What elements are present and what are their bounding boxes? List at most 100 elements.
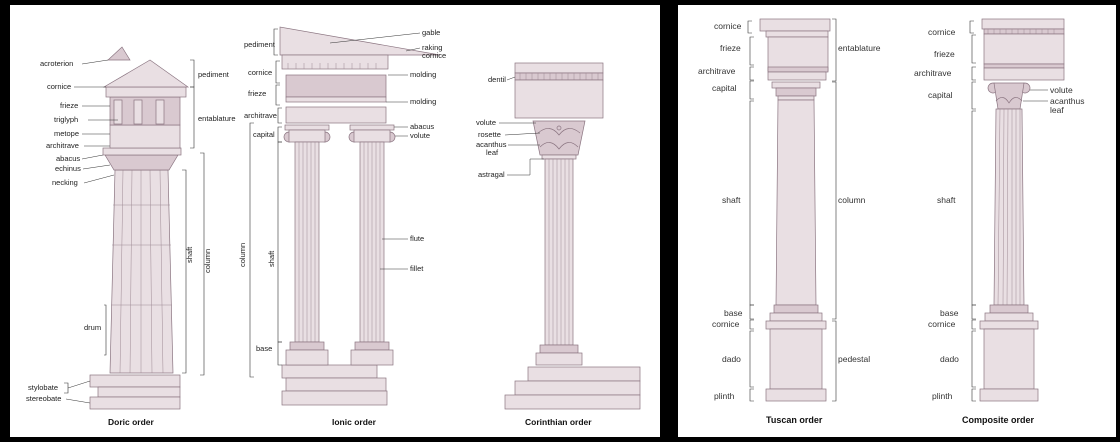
composite-label-volute: volute xyxy=(1050,85,1073,95)
ionic-order: pediment cornice frieze architrave capit… xyxy=(238,27,446,427)
doric-shaft xyxy=(110,170,173,373)
ionic-label-capital: capital xyxy=(253,130,275,139)
doric-label-entablature: entablature xyxy=(198,114,236,123)
doric-label-shaft: shaft xyxy=(185,246,194,263)
doric-label-abacus: abacus xyxy=(56,154,80,163)
tuscan-label-cornice-pedestal: cornice xyxy=(712,319,740,329)
corinthian-title: Corinthian order xyxy=(525,417,592,427)
ionic-label-frieze: frieze xyxy=(248,89,266,98)
tuscan-label-base: base xyxy=(724,308,743,318)
doric-label-drum: drum xyxy=(84,323,101,332)
composite-label-cornice-pedestal: cornice xyxy=(928,319,956,329)
ionic-label-molding-lower: molding xyxy=(410,97,436,106)
doric-label-stereobate: stereobate xyxy=(26,394,61,403)
composite-order: cornice frieze architrave capital shaft … xyxy=(914,19,1085,425)
ionic-label-abacus: abacus xyxy=(410,122,434,131)
ionic-label-shaft: shaft xyxy=(267,250,276,267)
ionic-step-2 xyxy=(286,378,386,391)
tuscan-pedestal-cornice xyxy=(766,321,826,329)
composite-pedestal-cornice xyxy=(980,321,1038,329)
corinthian-step-2 xyxy=(515,381,640,395)
tuscan-order: cornice frieze architrave capital shaft … xyxy=(698,19,881,425)
ionic-capital-right xyxy=(354,130,390,142)
doric-echinus xyxy=(105,155,178,170)
composite-title: Composite order xyxy=(962,415,1035,425)
ionic-label-volute: volute xyxy=(410,131,430,140)
tuscan-label-cornice: cornice xyxy=(714,21,742,31)
doric-acroterion xyxy=(108,47,130,60)
tuscan-label-plinth: plinth xyxy=(714,391,735,401)
doric-architrave xyxy=(110,125,180,148)
greek-orders-panel: acroterion cornice frieze triglyph metop… xyxy=(10,5,660,437)
ionic-molding xyxy=(286,97,386,102)
ionic-label-molding-upper: molding xyxy=(410,70,436,79)
tuscan-label-architrave: architrave xyxy=(698,66,736,76)
tuscan-shaft xyxy=(776,100,816,305)
composite-label-shaft: shaft xyxy=(937,195,956,205)
composite-label-architrave: architrave xyxy=(914,68,952,78)
ionic-architrave xyxy=(286,107,386,123)
composite-plinth xyxy=(980,389,1038,401)
roman-orders-svg: cornice frieze architrave capital shaft … xyxy=(678,5,1116,437)
doric-label-necking: necking xyxy=(52,178,78,187)
doric-pediment xyxy=(104,60,188,87)
composite-label-frieze: frieze xyxy=(934,49,955,59)
ionic-label-fillet: fillet xyxy=(410,264,424,273)
tuscan-label-entablature: entablature xyxy=(838,43,881,53)
corinthian-frieze xyxy=(515,80,603,118)
doric-label-echinus: echinus xyxy=(55,164,81,173)
doric-label-architrave: architrave xyxy=(46,141,79,150)
tuscan-label-frieze: frieze xyxy=(720,43,741,53)
tuscan-label-shaft: shaft xyxy=(722,195,741,205)
composite-label-capital: capital xyxy=(928,90,953,100)
composite-base xyxy=(985,313,1033,321)
tuscan-cornice xyxy=(760,19,830,31)
ionic-cornice xyxy=(282,55,388,69)
tuscan-label-dado: dado xyxy=(722,354,741,364)
corinthian-label-volute: volute xyxy=(476,118,496,127)
corinthian-label-rosette: rosette xyxy=(478,130,501,139)
ionic-label-pediment: pediment xyxy=(244,40,276,49)
doric-cornice xyxy=(106,87,186,97)
doric-abacus xyxy=(103,148,181,155)
corinthian-dentil-band xyxy=(515,73,603,80)
ionic-base-left xyxy=(286,350,328,365)
tuscan-label-pedestal: pedestal xyxy=(838,354,870,364)
ionic-label-architrave: architrave xyxy=(244,111,277,120)
ionic-step-1 xyxy=(282,365,377,378)
ionic-pediment xyxy=(280,27,440,55)
doric-label-stylobate: stylobate xyxy=(28,383,58,392)
composite-label-base: base xyxy=(940,308,959,318)
corinthian-label-astragal: astragal xyxy=(478,170,505,179)
tuscan-architrave xyxy=(768,72,826,80)
ionic-label-base: base xyxy=(256,344,272,353)
ionic-title: Ionic order xyxy=(332,417,377,427)
doric-step-3 xyxy=(90,397,180,409)
composite-capital xyxy=(994,83,1024,109)
tuscan-plinth xyxy=(766,389,826,401)
ionic-step-3 xyxy=(282,391,387,405)
composite-label-cornice: cornice xyxy=(928,27,956,37)
doric-label-column: column xyxy=(203,249,212,273)
doric-label-acroterion: acroterion xyxy=(40,59,73,68)
tuscan-label-column: column xyxy=(838,195,866,205)
corinthian-cornice xyxy=(515,63,603,73)
doric-order: acroterion cornice frieze triglyph metop… xyxy=(26,47,236,427)
tuscan-capital xyxy=(776,88,816,96)
greek-orders-svg: acroterion cornice frieze triglyph metop… xyxy=(10,5,660,437)
ionic-base-right xyxy=(351,350,393,365)
doric-step-2 xyxy=(98,387,180,397)
composite-label-plinth: plinth xyxy=(932,391,953,401)
ionic-label-cornice: cornice xyxy=(248,68,272,77)
ionic-capital-left xyxy=(289,130,325,142)
composite-dado xyxy=(984,329,1034,389)
corinthian-step-3 xyxy=(505,395,640,409)
doric-title: Doric order xyxy=(108,417,155,427)
doric-label-frieze: frieze xyxy=(60,101,78,110)
composite-label-dado: dado xyxy=(940,354,959,364)
